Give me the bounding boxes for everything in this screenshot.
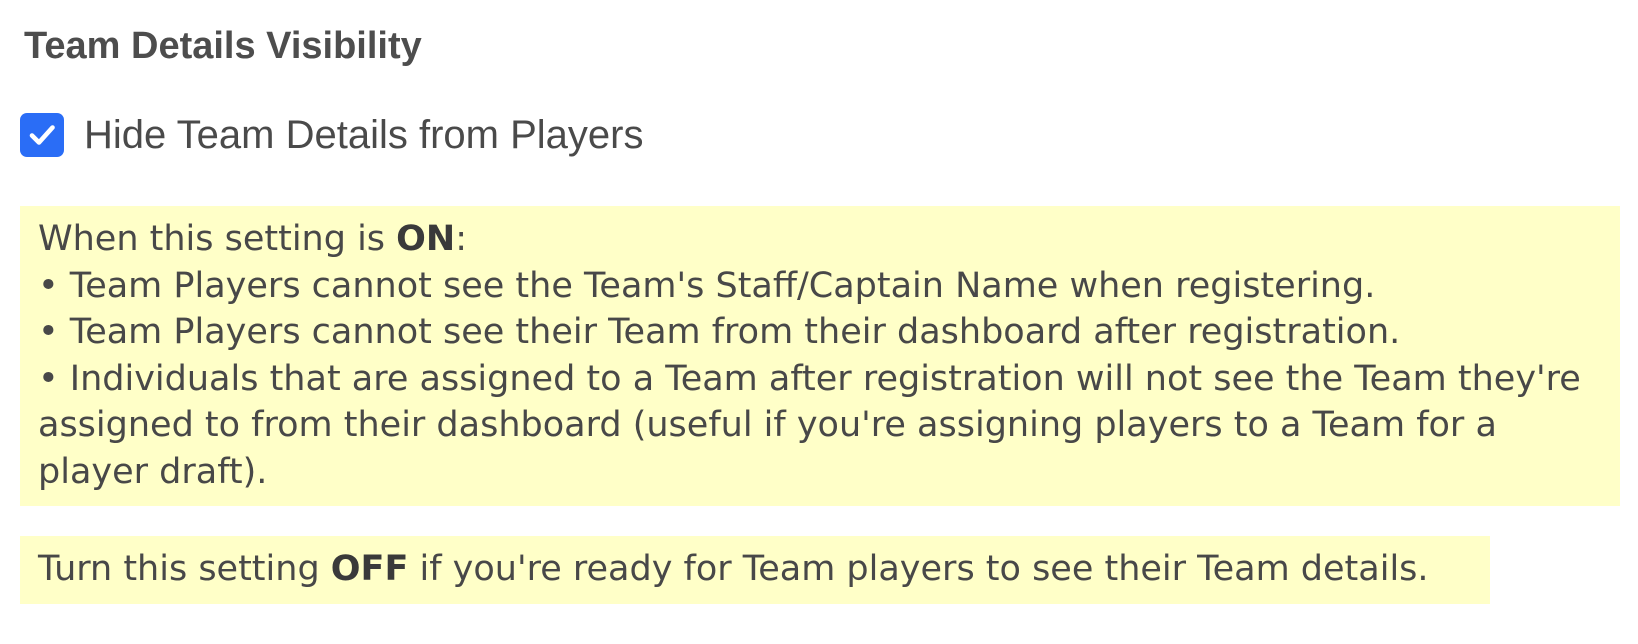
on-intro-line: When this setting is ON: — [38, 216, 1602, 263]
on-bullet-dashboard: • Team Players cannot see their Team fro… — [38, 312, 1401, 352]
hide-team-details-label[interactable]: Hide Team Details from Players — [84, 113, 644, 157]
setting-off-info-box: Turn this setting OFF if you're ready fo… — [20, 536, 1490, 604]
setting-on-info-box: When this setting is ON: • Team Players … — [20, 206, 1620, 506]
off-bold: OFF — [330, 549, 409, 589]
on-bullet-staff-name: • Team Players cannot see the Team's Sta… — [38, 265, 1376, 306]
hide-team-details-checkbox[interactable] — [20, 113, 64, 157]
on-intro-prefix: When this setting is — [38, 219, 397, 259]
off-suffix: if you're ready for Team players to see … — [408, 549, 1429, 589]
on-intro-suffix: : — [455, 219, 468, 259]
section-title: Team Details Visibility — [24, 25, 422, 67]
on-intro-bold: ON — [396, 219, 456, 259]
on-bullet-individuals: • Individuals that are assigned to a Tea… — [38, 358, 1581, 492]
checkmark-icon — [29, 125, 55, 145]
off-prefix: Turn this setting — [38, 549, 331, 589]
hide-team-details-setting[interactable]: Hide Team Details from Players — [20, 110, 643, 160]
